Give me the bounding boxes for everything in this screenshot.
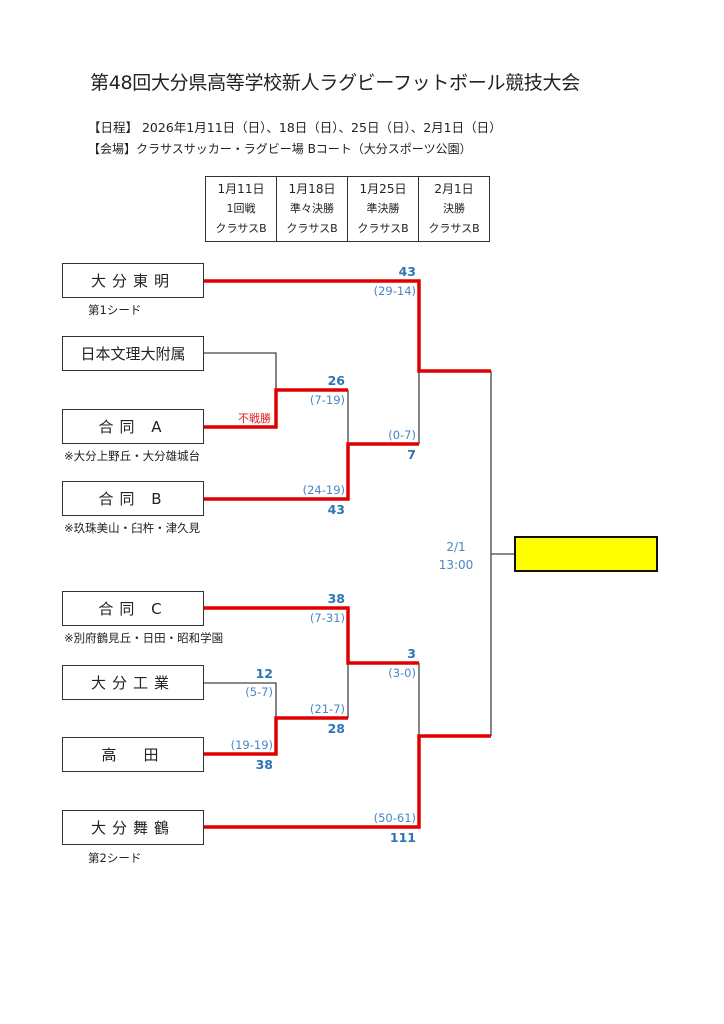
score-total: 3 (407, 646, 416, 661)
score-halves: (19-19) (230, 738, 273, 752)
team-goudou-a: 合同 A (62, 409, 204, 444)
score-total: 28 (327, 721, 345, 736)
final-date: 2/1 (446, 540, 466, 554)
score-total: 7 (407, 447, 416, 462)
page-title: 第48回大分県高等学校新人ラグビーフットボール競技大会 (90, 72, 580, 94)
win-line-takada (204, 716, 348, 756)
win-line-goudou-b (204, 442, 419, 501)
score-total: 111 (389, 830, 416, 845)
team-note: 第1シード (88, 303, 142, 317)
score-halves: (24-19) (302, 483, 345, 497)
score-halves: (7-19) (309, 393, 345, 407)
score-halves: (7-31) (309, 611, 345, 625)
win-line-goudou-c (204, 606, 419, 665)
score-total: 38 (255, 757, 273, 772)
walkover-label: 不戦勝 (238, 412, 271, 425)
score-halves: (21-7) (309, 702, 345, 716)
team-oita-tomei: 大分東明 (62, 263, 204, 298)
schedule-cell-final: 2月1日決勝クラサスB (418, 176, 490, 242)
win-line-toumei (204, 279, 491, 373)
score-halves: (5-7) (245, 685, 273, 699)
score-halves: (3-0) (388, 666, 416, 680)
score-total: 12 (255, 666, 273, 681)
team-nihon-bunri: 日本文理大附属 (62, 336, 204, 371)
team-note: ※大分上野丘・大分雄城台 (64, 449, 201, 463)
team-takada: 高 田 (62, 737, 204, 772)
line-nbu (204, 352, 277, 390)
score-total: 38 (327, 591, 345, 606)
score-total: 26 (327, 373, 345, 388)
team-oita-maizuru: 大分舞鶴 (62, 810, 204, 845)
win-line-maizuru (204, 734, 491, 829)
team-oita-kogyo: 大分工業 (62, 665, 204, 700)
line-kogyo (204, 682, 277, 718)
score-total: 43 (327, 502, 345, 517)
team-goudou-b: 合同 B (62, 481, 204, 516)
team-goudou-c: 合同 C (62, 591, 204, 626)
score-halves: (29-14) (373, 284, 416, 298)
schedule-cell-qf: 1月18日準々決勝クラサスB (276, 176, 348, 242)
score-total: 43 (398, 264, 416, 279)
team-note: ※別府鶴見丘・日田・昭和学園 (64, 631, 224, 645)
score-halves: (50-61) (373, 811, 416, 825)
venue-line: 【会場】クラサスサッカー・ラグビー場 Bコート（大分スポーツ公園） (88, 142, 472, 156)
win-line-goudou-a (204, 388, 348, 429)
schedule-line: 【日程】 2026年1月11日（日）、18日（日）、25日（日）、2月1日（日） (88, 120, 502, 135)
final-time: 13:00 (438, 558, 474, 572)
team-note: 第2シード (88, 851, 142, 865)
schedule-cell-sf: 1月25日準決勝クラサスB (347, 176, 419, 242)
score-halves: (0-7) (388, 428, 416, 442)
champion-box (514, 536, 658, 572)
team-note: ※玖珠美山・臼杵・津久見 (64, 521, 201, 535)
final-datetime: 2/1 13:00 (428, 538, 484, 574)
